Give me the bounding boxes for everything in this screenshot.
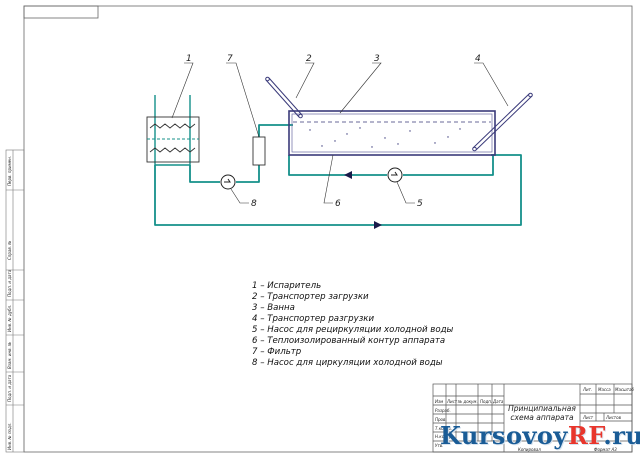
callout-8: 8 [251, 199, 257, 209]
pump-5 [387, 167, 403, 183]
evaporator-vessel [154, 95, 191, 166]
tb-sheet-mass: Масса [598, 387, 611, 392]
callout-6: 6 [335, 199, 341, 209]
side-stamp-label: Инв. № дубл. [7, 305, 12, 332]
tb-row: Пров. [435, 417, 447, 422]
side-stamp-label: Инв. № подл. [7, 422, 12, 450]
tb-row: Утв. [435, 443, 443, 448]
side-stamp-label: Справ. № [7, 241, 12, 260]
side-stamp-label: Подп. и дата [7, 374, 12, 402]
legend-item: 6 – Теплоизолированный контур аппарата [252, 336, 446, 346]
legend-item: 3 – Ванна [252, 303, 295, 313]
bath [288, 110, 496, 156]
legend-item: 8 – Насос для циркуляции холодной воды [252, 358, 443, 368]
flow-arrows [344, 171, 382, 229]
legend-item: 5 – Насос для рециркуляции холодной воды [252, 325, 454, 335]
watermark-suffix: .ru [603, 421, 640, 450]
piping [154, 95, 522, 226]
callout-5: 5 [417, 199, 423, 209]
filter [252, 136, 266, 166]
tb-col-doc: № докум. [457, 399, 478, 404]
callout-1: 1 [186, 54, 192, 64]
tb-row: Разраб. [435, 408, 451, 413]
recirculation-pipe-2 [403, 155, 494, 176]
legend-item: 1 – Испаритель [252, 281, 322, 291]
leader-lines [171, 62, 509, 204]
drawing-frame [23, 5, 633, 453]
callout-4: 4 [475, 54, 481, 64]
pump-8 [220, 174, 236, 190]
side-stamp-label: Подп. и дата [7, 269, 12, 297]
tb-sheets: Листов [605, 415, 622, 420]
tb-footer-right: Формат А3 [594, 447, 617, 452]
tb-footer-left: Копировал [518, 447, 541, 452]
watermark-main: Kursovoy [440, 421, 568, 450]
callout-3: 3 [374, 54, 380, 64]
tb-sheet-lit: Лит. [582, 387, 592, 392]
evaporator [146, 116, 200, 163]
supply-pipe-2 [236, 165, 260, 183]
tb-row: Н.контр. [435, 434, 453, 439]
legend-item: 4 – Транспортер разгрузки [252, 314, 375, 324]
return-pipe [154, 154, 522, 226]
legend-item: 7 – Фильтр [252, 347, 302, 357]
filter-to-bath-pipe [258, 124, 293, 137]
flow-arrow [344, 171, 352, 179]
side-stamp [5, 149, 25, 453]
watermark-logo: KursovoyRF.ru [440, 421, 640, 450]
legend: 1 – Испаритель 2 – Транспортер загрузки … [252, 281, 453, 369]
title-block-text: Изм Лист № докум. Подп. Дата Разраб. Про… [435, 387, 635, 452]
loading-conveyor [265, 76, 303, 119]
tb-row: Т.контр. [435, 426, 452, 431]
callout-7: 7 [227, 54, 233, 64]
supply-pipe [189, 165, 220, 183]
recirculation-pipe [288, 155, 387, 176]
tb-col-list: Лист [446, 399, 458, 404]
side-stamp-labels: Инв. № подл. Подп. и дата Взам. инв. № И… [7, 156, 12, 450]
flow-arrow [374, 221, 382, 229]
callouts: 1 7 2 3 4 5 6 8 [186, 54, 481, 209]
tb-col-sign: Подп. [480, 399, 492, 404]
unloading-conveyor [472, 92, 533, 152]
watermark-accent: RF [567, 421, 604, 450]
title-block [432, 383, 633, 453]
legend-item: 2 – Транспортер загрузки [252, 292, 369, 302]
tb-sheet: Лист [582, 415, 594, 420]
side-stamp-label: Взам. инв. № [7, 342, 12, 369]
callout-2: 2 [306, 54, 312, 64]
tb-sheet-scale: Масштаб [615, 387, 635, 392]
side-stamp-label: Перв. примен. [7, 156, 12, 186]
tb-col-izm: Изм [435, 399, 443, 404]
tb-col-date: Дата [492, 399, 504, 404]
drawing-title: Принципиальная схема аппарата [508, 404, 576, 422]
